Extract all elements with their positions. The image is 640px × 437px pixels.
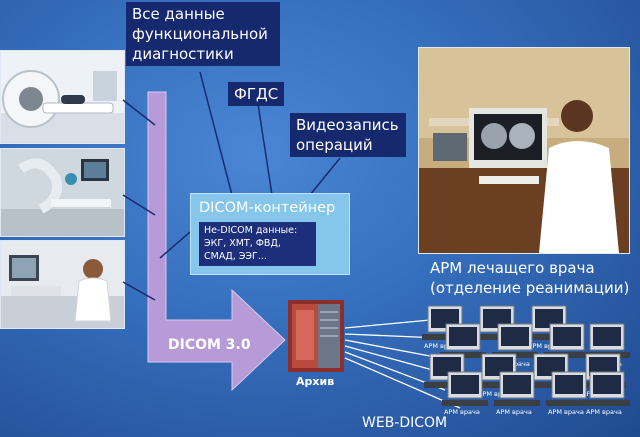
nondicom-line-1: Не-DICOM данные:	[204, 225, 298, 236]
workstation-label: АРМ врача	[496, 408, 532, 416]
workstation-computer-icon: АРМ врача	[584, 371, 630, 416]
fd-line-3: диагностики	[132, 45, 234, 63]
workstation-computer-icon: АРМ врача	[442, 371, 488, 416]
workstation-computer-icon	[440, 323, 486, 358]
web-dicom-label: WEB-DICOM	[362, 415, 448, 431]
non-dicom-data-box: Не-DICOM данные: ЭКГ, ХМТ, ФВД, СМАД, ЭЭ…	[199, 222, 316, 266]
label-fgds: ФГДС	[228, 82, 285, 106]
connector-fgds	[257, 103, 273, 196]
workstation-label: АРМ врача	[528, 342, 564, 350]
nondicom-line-3: СМАД, ЭЭГ...	[204, 251, 267, 262]
fd-line-1: Все данные	[132, 5, 225, 23]
workstation-computer-icon	[544, 323, 590, 358]
dicom-container-box: DICOM-контейнер Не-DICOM данные: ЭКГ, ХМ…	[190, 193, 350, 275]
video-line-1: Видеозапись	[296, 116, 399, 134]
workstation-label: АРМ врача	[548, 408, 584, 416]
workstation-computer-icon	[424, 353, 470, 388]
photo-angiography-room	[0, 148, 125, 237]
dicom-container-title: DICOM-контейнер	[199, 200, 336, 216]
workstation-computer-icon: АРМ врача	[494, 371, 540, 416]
photo-ultrasound-doctor	[0, 240, 125, 329]
nondicom-line-2: ЭКГ, ХМТ, ФВД,	[204, 238, 281, 249]
workstation-label: АРМ врача	[478, 390, 514, 398]
workstation-computer-icon: АРМ врача	[526, 305, 572, 350]
connector-photo-1	[122, 99, 156, 126]
connector-container-arrow	[159, 231, 191, 259]
photo-doctor-workstation	[418, 47, 630, 254]
workstation-label: АРМ врача	[444, 408, 480, 416]
arm-line-1: АРМ лечащего врача	[430, 259, 595, 277]
dicom30-label: DICOM 3.0	[168, 337, 251, 353]
workstation-label: АРМ врача	[424, 342, 460, 350]
photo-mri-scanner	[0, 50, 125, 144]
arm-line-2: (отделение реанимации)	[430, 279, 630, 297]
workstation-computer-icon: АРМ врача	[422, 305, 468, 350]
connector-photo-2	[122, 194, 156, 216]
fd-line-2: функциональной	[132, 25, 268, 43]
dicom-flow-arrow	[147, 91, 286, 392]
workstation-label: АРМ врача	[586, 408, 622, 416]
connector-photo-3	[122, 281, 156, 301]
archive-label: Архив	[296, 375, 335, 388]
archive-server-icon	[288, 300, 344, 372]
fgds-text: ФГДС	[234, 85, 279, 103]
video-line-2: операций	[296, 136, 373, 154]
workstation-computer-icon: АРМ врача	[546, 371, 592, 416]
workstation-computer-icon	[528, 353, 574, 388]
label-functional-diagnostics: Все данные функциональной диагностики	[126, 2, 280, 66]
arm-heading: АРМ лечащего врача (отделение реанимации…	[430, 258, 629, 298]
connector-video	[309, 157, 341, 196]
connector-fd	[199, 71, 233, 196]
label-video-recording: Видеозапись операций	[290, 113, 406, 157]
